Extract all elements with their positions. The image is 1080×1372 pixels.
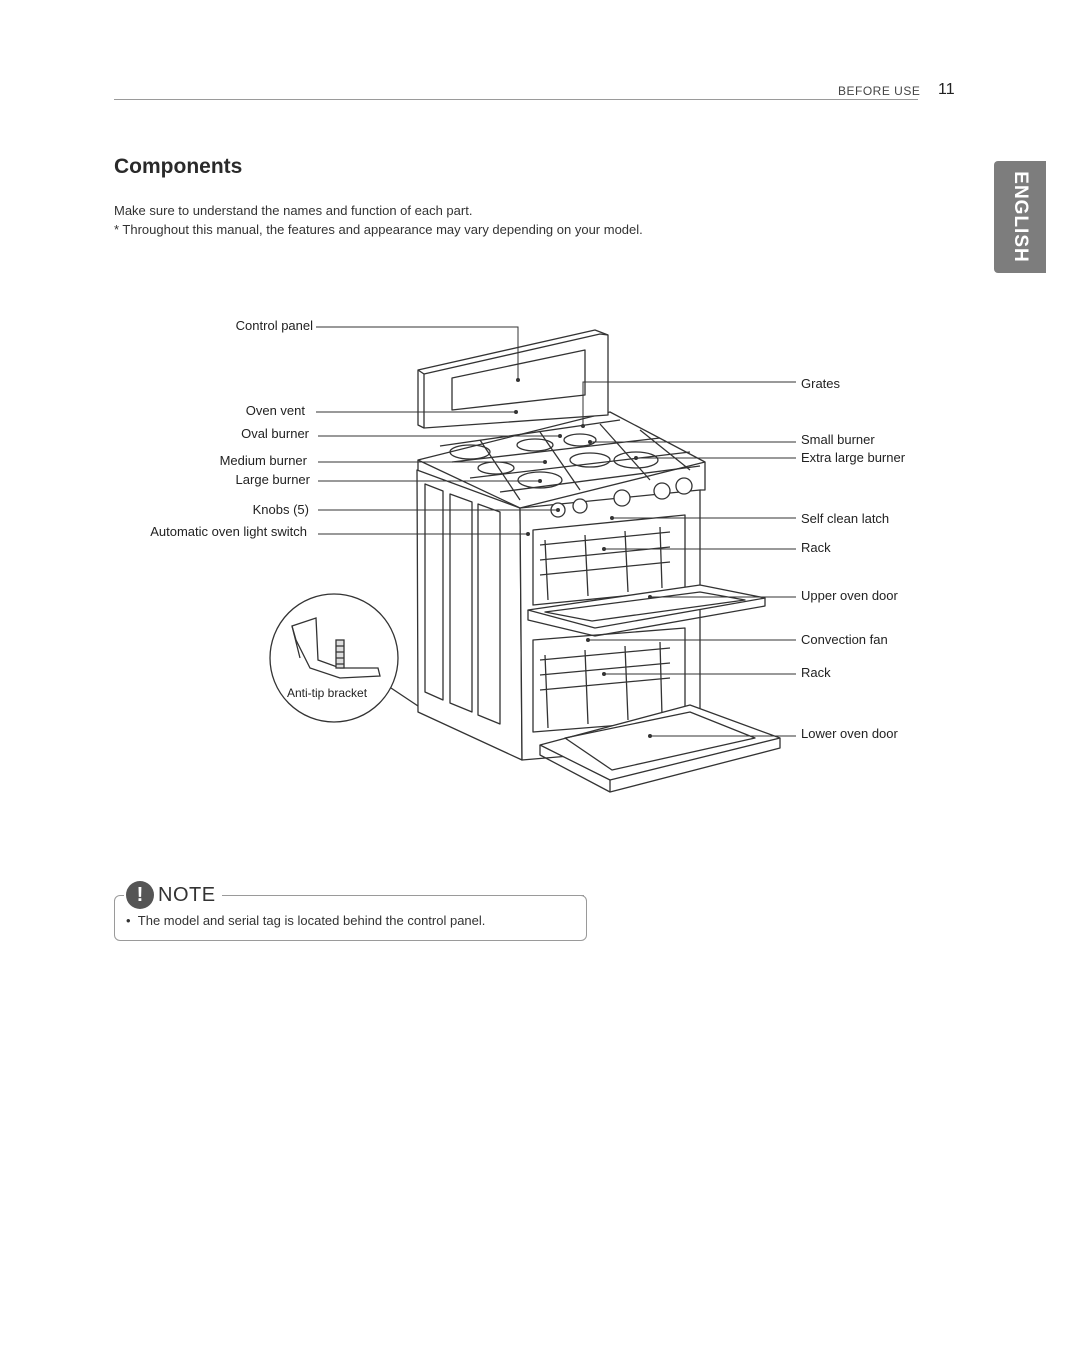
page-number: 11 [938, 81, 955, 98]
intro-note-line: * Throughout this manual, the features a… [114, 222, 643, 237]
range-illustration [416, 329, 781, 793]
leader-lines [316, 326, 796, 737]
leader-dots [514, 378, 652, 738]
intro-line: Make sure to understand the names and fu… [114, 203, 473, 218]
label-medium-burner: Medium burner [220, 453, 308, 468]
label-oven-vent: Oven vent [246, 403, 306, 418]
section-label: BEFORE USE [838, 84, 921, 98]
label-control-panel: Control panel [236, 318, 313, 333]
label-small-burner: Small burner [801, 432, 875, 447]
bullet: • [126, 913, 138, 928]
label-convection-fan: Convection fan [801, 632, 888, 647]
label-upper-oven-door: Upper oven door [801, 588, 899, 603]
note-label: NOTE [158, 883, 216, 906]
note-divider [226, 895, 584, 896]
anti-tip-bracket-inset [269, 593, 419, 723]
label-grates: Grates [801, 376, 841, 391]
label-rack-lower: Rack [801, 665, 831, 680]
header-rule [114, 99, 918, 100]
label-oval-burner: Oval burner [241, 426, 310, 441]
label-large-burner: Large burner [236, 472, 311, 487]
anti-tip-bracket-label: Anti-tip bracket [287, 686, 368, 700]
page-title: Components [114, 155, 243, 178]
exclamation-icon: ! [126, 881, 154, 909]
note-item-text: The model and serial tag is located behi… [137, 913, 486, 928]
label-oven-light-switch: Automatic oven light switch [150, 524, 307, 539]
language-tab: ENGLISH [994, 161, 1046, 273]
label-self-clean-latch: Self clean latch [801, 511, 889, 526]
note-header: ! NOTE [124, 880, 222, 910]
label-knobs: Knobs (5) [253, 502, 309, 517]
note-item: • The model and serial tag is located be… [126, 913, 485, 928]
label-rack-upper: Rack [801, 540, 831, 555]
label-extra-large-burner: Extra large burner [801, 450, 906, 465]
label-lower-oven-door: Lower oven door [801, 726, 899, 741]
